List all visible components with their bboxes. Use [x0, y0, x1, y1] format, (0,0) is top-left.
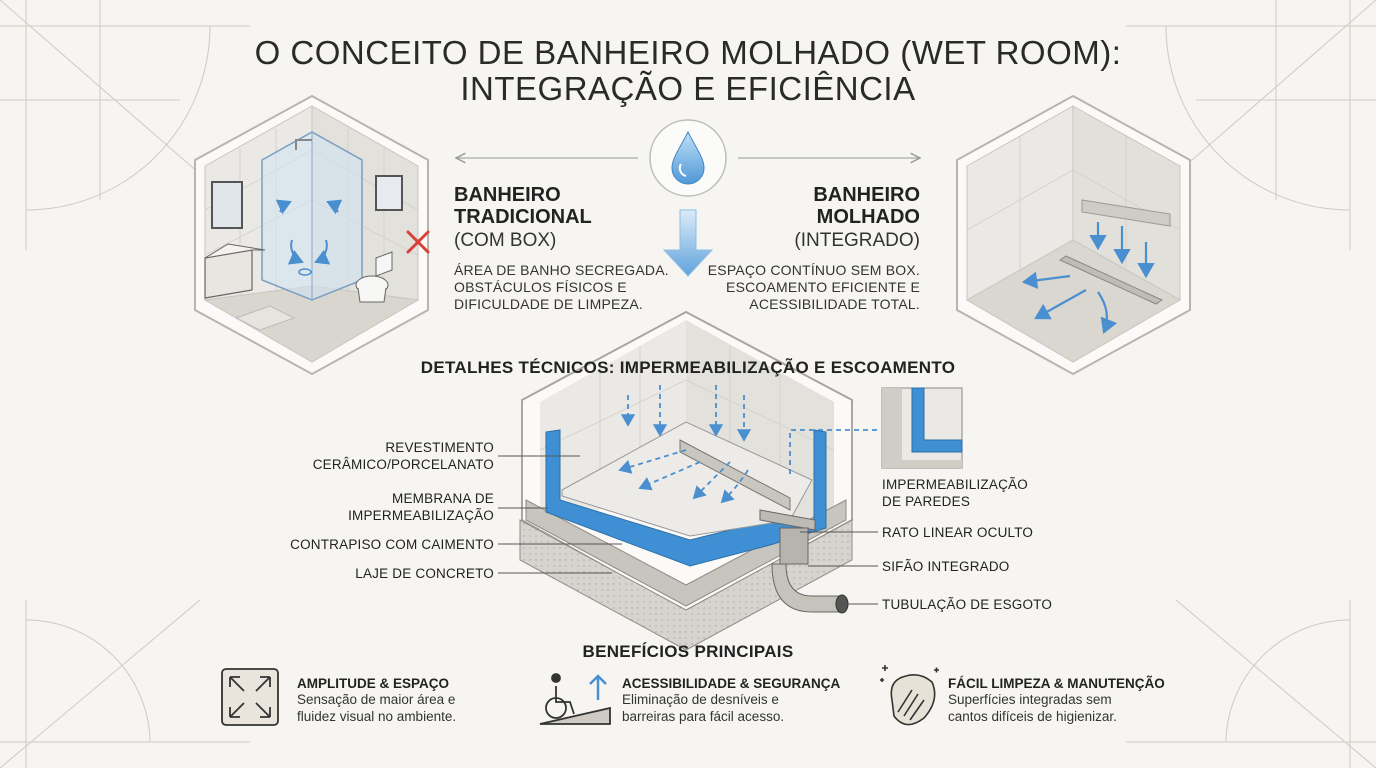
- benefit-acessibilidade-line2: barreiras para fácil acesso.: [622, 709, 785, 724]
- wet-subtitle: (INTEGRADO): [794, 230, 920, 251]
- benefit-amplitude: AMPLITUDE & ESPAÇO Sensação de maior áre…: [297, 676, 456, 725]
- technical-cross-section-illustration: [498, 310, 963, 651]
- cleaning-hand-icon: [880, 665, 939, 726]
- benefit-acessibilidade: ACESSIBILIDADE & SEGURANÇA Eliminação de…: [622, 676, 840, 725]
- label-laje: LAJE DE CONCRETO: [355, 566, 494, 581]
- label-revestimento-2: CERÂMICO/PORCELANATO: [312, 457, 494, 472]
- label-membrana-2: IMPERMEABILIZAÇÃO: [348, 508, 494, 523]
- benefits-title: BENEFÍCIOS PRINCIPAIS: [582, 642, 794, 661]
- benefit-acessibilidade-line1: Eliminação de desníveis e: [622, 692, 779, 707]
- traditional-desc-3: DIFICULDADE DE LIMPEZA.: [454, 296, 643, 312]
- traditional-desc-2: OBSTÁCULOS FÍSICOS E: [454, 279, 627, 295]
- traditional-heading-2: TRADICIONAL: [454, 206, 592, 228]
- label-membrana: MEMBRANA DE IMPERMEABILIZAÇÃO: [260, 490, 494, 524]
- wet-heading-2: MOLHADO: [816, 206, 920, 228]
- page-title-line-2: INTEGRAÇÃO E EFICIÊNCIA: [460, 70, 916, 107]
- benefit-amplitude-title: AMPLITUDE & ESPAÇO: [297, 676, 450, 691]
- label-tubulacao: TUBULAÇÃO DE ESGOTO: [882, 597, 1053, 612]
- traditional-subtitle: (COM BOX): [454, 230, 557, 251]
- benefit-amplitude-line2: fluidez visual no ambiente.: [297, 709, 457, 724]
- page-title-line-1: O CONCEITO DE BANHEIRO MOLHADO (WET ROOM…: [254, 34, 1122, 71]
- benefit-limpeza-line2: cantos difíceis de higienizar.: [948, 709, 1117, 724]
- traditional-heading-1: BANHEIRO: [454, 184, 561, 206]
- label-paredes: IMPERMEABILIZAÇÃO DE PAREDES: [882, 476, 1028, 510]
- benefit-amplitude-line1: Sensação de maior área e: [297, 692, 456, 707]
- wheelchair-ramp-icon: [539, 673, 611, 725]
- wet-room-illustration: [956, 94, 1191, 376]
- benefit-limpeza-title: FÁCIL LIMPEZA & MANUTENÇÃO: [948, 676, 1165, 691]
- label-revestimento: REVESTIMENTO CERÂMICO/PORCELANATO: [260, 439, 494, 473]
- wet-block: BANHEIRO MOLHADO (INTEGRADO) ESPAÇO CONT…: [700, 184, 920, 313]
- flow-arrow-icon: [662, 209, 714, 277]
- expand-arrows-icon: [221, 668, 279, 726]
- label-ralo: RATO LINEAR OCULTO: [882, 525, 1034, 540]
- technical-section-title: DETALHES TÉCNICOS: IMPERMEABILIZAÇÃO E E…: [420, 358, 956, 377]
- benefit-limpeza: FÁCIL LIMPEZA & MANUTENÇÃO Superfícies i…: [948, 676, 1165, 725]
- water-drop-icon: [649, 119, 727, 197]
- wet-desc-1: ESPAÇO CONTÍNUO SEM BOX.: [707, 262, 920, 278]
- label-contrapiso: CONTRAPISO COM CAIMENTO: [290, 537, 494, 552]
- label-paredes-1: IMPERMEABILIZAÇÃO: [882, 477, 1028, 492]
- traditional-desc-1: ÁREA DE BANHO SECREGADA.: [454, 262, 669, 278]
- not-recommended-x-icon: [406, 230, 430, 254]
- label-membrana-1: MEMBRANA DE: [392, 491, 494, 506]
- wet-desc-3: ACESSIBILIDADE TOTAL.: [749, 296, 920, 312]
- wet-desc-2: ESCOAMENTO EFICIENTE E: [726, 279, 920, 295]
- benefit-acessibilidade-title: ACESSIBILIDADE & SEGURANÇA: [622, 676, 841, 691]
- label-paredes-2: DE PAREDES: [882, 494, 971, 509]
- label-sifao: SIFÃO INTEGRADO: [882, 559, 1010, 574]
- traditional-block: BANHEIRO TRADICIONAL (COM BOX) ÁREA DE B…: [454, 184, 674, 313]
- benefit-limpeza-line1: Superfícies integradas sem: [948, 692, 1112, 707]
- traditional-bathroom-illustration: [194, 94, 430, 376]
- wet-heading-1: BANHEIRO: [813, 184, 920, 206]
- label-revestimento-1: REVESTIMENTO: [385, 440, 494, 455]
